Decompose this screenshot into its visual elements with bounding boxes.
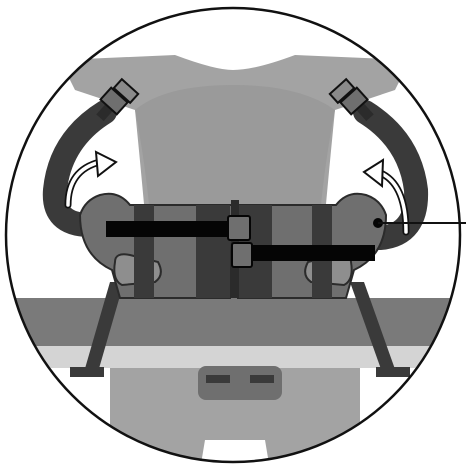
upper-center-buckle [227, 215, 251, 241]
right-leg [350, 282, 396, 372]
left-waist-strap [106, 221, 230, 237]
seat-gap [200, 440, 270, 462]
lower-center-buckle [231, 242, 253, 268]
left-pad-band [196, 205, 230, 298]
left-leg [84, 282, 124, 372]
strap-end-buckle-icon [328, 77, 374, 122]
bracket-slot-left [206, 375, 230, 383]
seat-frame-band [6, 298, 460, 346]
strap-end-buckle-icon [96, 77, 140, 122]
right-waist-strap [240, 245, 375, 261]
bottom-bracket [198, 366, 282, 400]
rotate-arrow-icon [64, 150, 118, 209]
right-shoulder-strap [328, 100, 429, 250]
left-shoulder-strap [42, 100, 132, 237]
seat-light-band [6, 346, 460, 368]
circle-outline [4, 6, 462, 464]
bracket-slot-right [250, 375, 274, 383]
right-foot [376, 367, 410, 377]
left-pad-stripe [134, 205, 154, 298]
left-foot [70, 367, 104, 377]
seat-back-shading [135, 85, 335, 215]
